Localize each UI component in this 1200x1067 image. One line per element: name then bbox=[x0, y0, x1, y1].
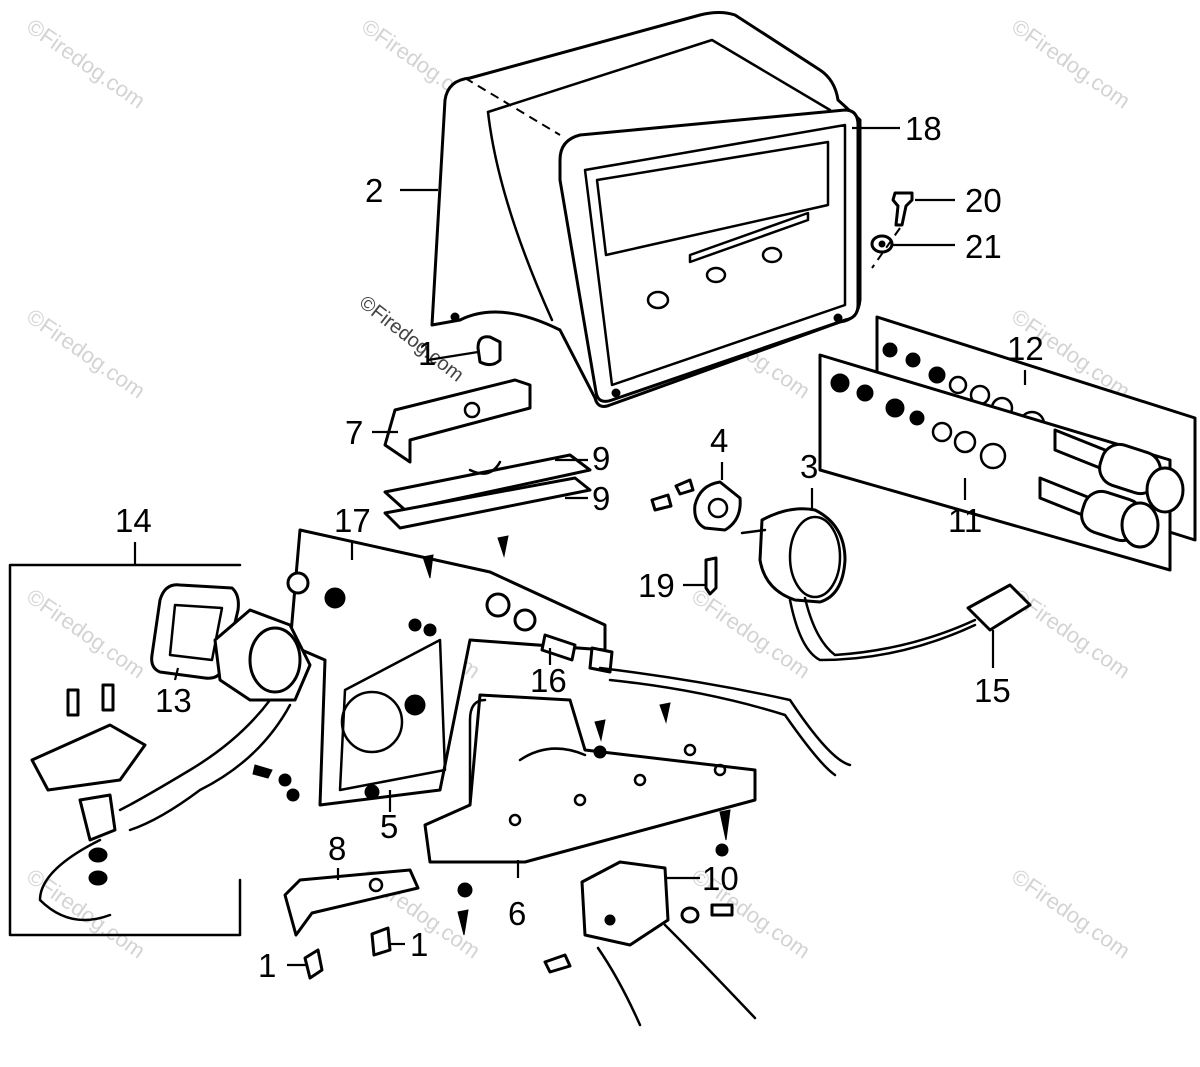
callout-10: 10 bbox=[702, 860, 739, 897]
plate-9-bottom bbox=[383, 476, 592, 530]
speedometer-group-14 bbox=[8, 563, 312, 937]
callout-21: 21 bbox=[965, 228, 1002, 265]
callout-19: 19 bbox=[638, 567, 675, 604]
screw-and-washer bbox=[870, 191, 914, 269]
bracket-7 bbox=[383, 335, 532, 464]
callout-labels: 2 18 20 21 12 11 4 3 19 15 1 7 9 9 17 14… bbox=[115, 110, 1044, 984]
bracket-plate-4 bbox=[650, 478, 742, 532]
callout-6: 6 bbox=[508, 895, 526, 932]
callout-16: 16 bbox=[530, 662, 567, 699]
watermark: ©Firedog.com bbox=[1007, 584, 1135, 684]
watermark: ©Firedog.com bbox=[22, 864, 150, 964]
watermark: ©Firedog.com bbox=[22, 304, 150, 404]
callout-2: 2 bbox=[365, 172, 383, 209]
bracket-8 bbox=[283, 868, 420, 980]
dashboard-cover bbox=[430, 11, 862, 408]
mounting-plate-5 bbox=[286, 528, 614, 807]
callout-4: 4 bbox=[710, 422, 728, 459]
callout-9-top: 9 bbox=[592, 440, 610, 477]
callout-11: 11 bbox=[948, 502, 982, 539]
callout-15: 15 bbox=[974, 672, 1011, 709]
callout-9-bottom: 9 bbox=[592, 480, 610, 517]
watermark: ©Firedog.com bbox=[1007, 864, 1135, 964]
callout-13: 13 bbox=[155, 682, 192, 719]
watermark: ©Firedog.com bbox=[22, 584, 150, 684]
gauge-meter-3 bbox=[740, 507, 1032, 662]
callout-1-top: 1 bbox=[418, 335, 436, 372]
fasteners bbox=[252, 535, 731, 936]
callout-14: 14 bbox=[115, 502, 152, 539]
callout-1-left: 1 bbox=[258, 947, 276, 984]
regulator-10 bbox=[543, 860, 757, 1027]
callout-12: 12 bbox=[1007, 330, 1044, 367]
watermark: ©Firedog.com bbox=[22, 14, 150, 114]
callout-8: 8 bbox=[328, 830, 346, 867]
callout-5: 5 bbox=[380, 808, 398, 845]
callout-18: 18 bbox=[905, 110, 942, 147]
callout-1-right: 1 bbox=[410, 926, 428, 963]
callout-7: 7 bbox=[345, 414, 363, 451]
ignition-switches bbox=[1038, 428, 1185, 549]
bracket-6 bbox=[423, 666, 852, 864]
callout-3: 3 bbox=[800, 448, 818, 485]
callout-17: 17 bbox=[334, 502, 371, 539]
leader-lines bbox=[133, 126, 1027, 967]
watermark: ©Firedog.com bbox=[1007, 14, 1135, 114]
plate-9-top bbox=[383, 453, 592, 512]
screw-19 bbox=[704, 556, 718, 596]
callout-20: 20 bbox=[965, 182, 1002, 219]
